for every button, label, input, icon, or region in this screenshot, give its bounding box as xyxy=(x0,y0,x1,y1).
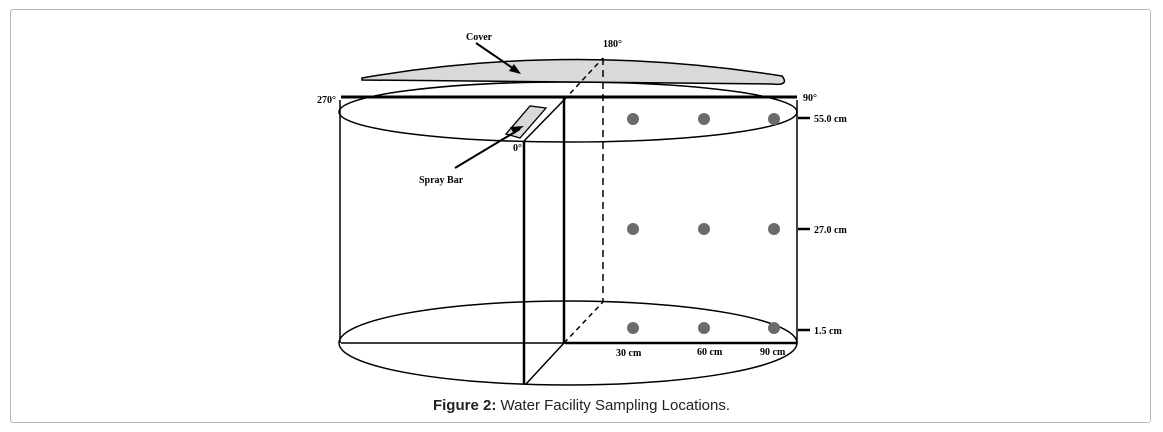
top-radial-line xyxy=(523,99,565,142)
sample-point xyxy=(698,322,710,334)
sample-point xyxy=(627,322,639,334)
label-270: 270° xyxy=(317,95,336,106)
bottom-radial-line xyxy=(525,342,565,385)
sample-point xyxy=(698,113,710,125)
label-distance-60: 60 cm xyxy=(697,347,723,358)
sample-point xyxy=(768,113,780,125)
sample-point xyxy=(698,223,710,235)
cover-arrow-head xyxy=(509,64,521,74)
sample-point xyxy=(627,223,639,235)
label-height-55: 55.0 cm xyxy=(814,114,847,125)
tank-cover xyxy=(361,58,786,86)
label-180: 180° xyxy=(603,39,622,50)
label-spray-bar: Spray Bar xyxy=(419,175,464,186)
label-height-1-5: 1.5 cm xyxy=(814,326,842,337)
caption-text: Water Facility Sampling Locations. xyxy=(500,397,731,414)
label-distance-30: 30 cm xyxy=(616,348,642,359)
cover-arrow-line xyxy=(475,42,518,72)
caption-prefix: Figure 2: xyxy=(432,397,497,414)
label-90: 90° xyxy=(803,93,817,104)
tank-top-ellipse xyxy=(338,81,798,143)
sample-point xyxy=(768,223,780,235)
figure-caption: Figure 2: Water Facility Sampling Locati… xyxy=(0,397,1163,414)
label-0: 0° xyxy=(513,143,522,154)
sample-points xyxy=(627,113,780,334)
sample-point xyxy=(627,113,639,125)
bottom-radial-dashed xyxy=(563,301,604,344)
label-distance-90: 90 cm xyxy=(760,347,786,358)
spray-arrow-line xyxy=(454,128,521,169)
top-radial-dashed xyxy=(563,57,604,101)
spray-arrow-head xyxy=(510,126,524,134)
label-height-27: 27.0 cm xyxy=(814,225,847,236)
sample-point xyxy=(768,322,780,334)
label-cover: Cover xyxy=(466,32,493,43)
